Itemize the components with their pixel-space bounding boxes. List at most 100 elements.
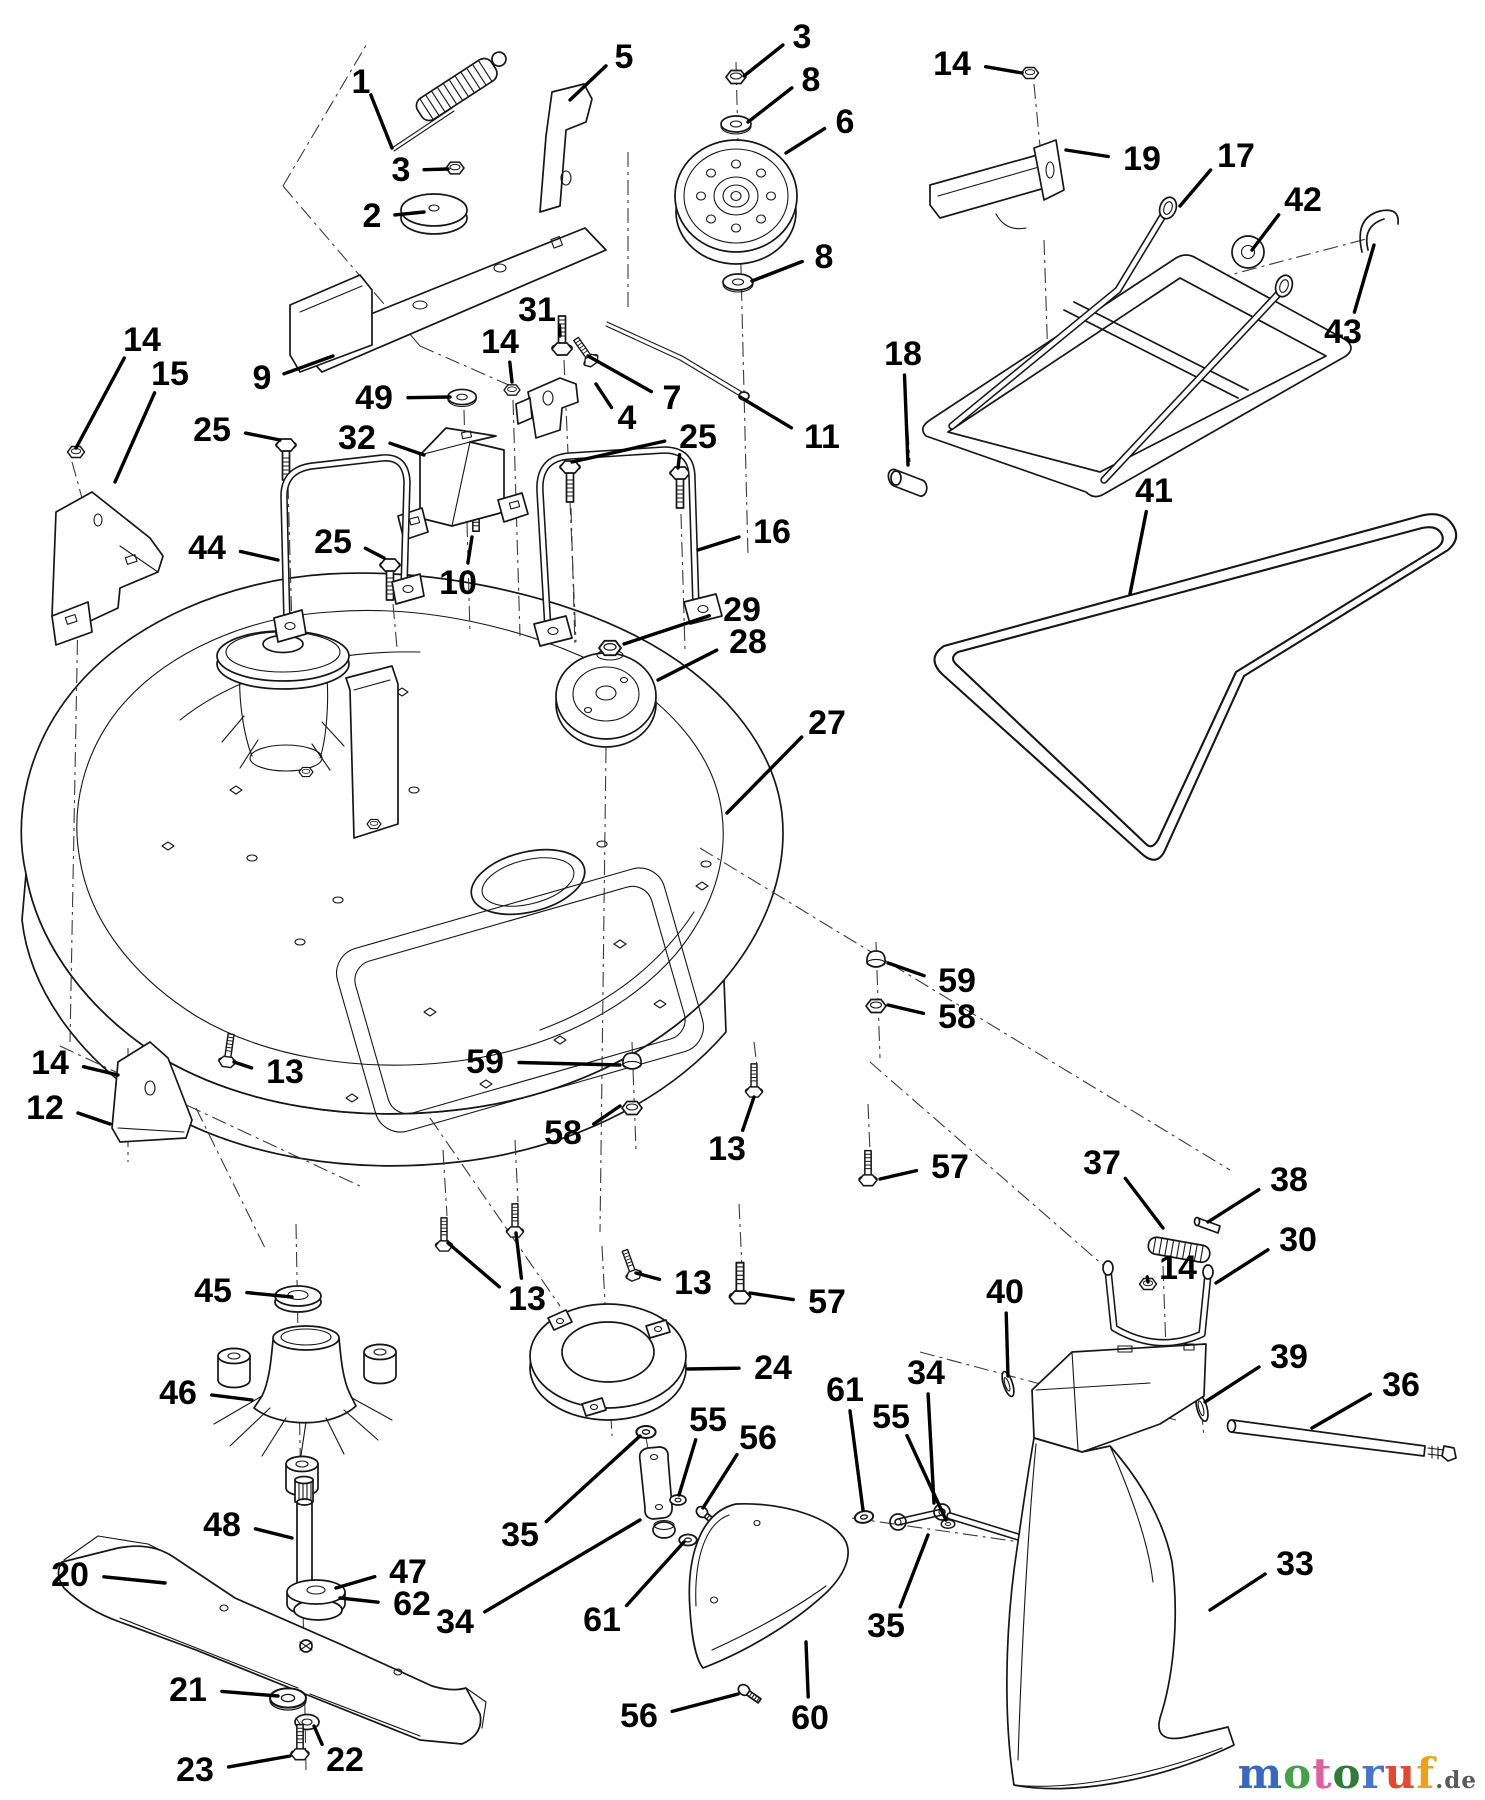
callout-label: 7 [663, 379, 682, 417]
bolt-25-d [669, 466, 691, 509]
callout-leader [738, 395, 794, 430]
bolt-7 [568, 333, 602, 370]
support-frame-17 [921, 194, 1352, 498]
callout-leader [725, 735, 804, 815]
callout-leader [544, 1434, 642, 1524]
callout-label: 61 [583, 1601, 621, 1639]
callout-label: 31 [518, 291, 556, 329]
callout-label: 3 [793, 18, 812, 56]
callout-label: 25 [679, 418, 717, 456]
clevis-pin-18 [887, 468, 928, 497]
callout-label: 21 [169, 1671, 207, 1709]
callout-label: 20 [51, 1556, 89, 1594]
callout-leader [388, 441, 426, 457]
callout-label: 17 [1217, 137, 1255, 175]
callout-label: 14 [123, 321, 161, 359]
callout-leader [557, 324, 562, 338]
washer-40 [1001, 1370, 1015, 1398]
friction-ring-24 [529, 1303, 687, 1421]
callout-label: 59 [938, 962, 976, 1000]
callout-label: 46 [159, 1374, 197, 1412]
callout-leader [622, 614, 711, 646]
brake-spring-rod-1 [391, 51, 507, 152]
callout-label: 11 [804, 418, 840, 456]
callout-label: 57 [808, 1283, 846, 1321]
hinge-rod-36 [1226, 1419, 1457, 1462]
callout-label: 14 [481, 323, 519, 361]
v-belt-41 [933, 513, 1458, 861]
callout-leader [282, 354, 335, 376]
mounting-boss [217, 1347, 251, 1389]
callout-leader [76, 1111, 112, 1126]
motoruf-watermark: motoruf.de [1238, 1749, 1477, 1798]
callout-leader [226, 1754, 292, 1769]
callout-label: 13 [708, 1130, 746, 1168]
bearing-45 [274, 1285, 322, 1313]
callout-label: 33 [1276, 1545, 1314, 1583]
callout-label: 47 [389, 1553, 427, 1591]
callout-leader [1064, 148, 1110, 159]
watermark-letter: f [1416, 1749, 1436, 1798]
spring-37 [1147, 1236, 1211, 1264]
callout-label: 60 [791, 1699, 829, 1737]
callout-label: 56 [739, 1419, 777, 1457]
callout-leader [686, 1366, 741, 1371]
bracket-4 [515, 377, 579, 439]
callout-label: 43 [1324, 313, 1362, 351]
callout-leader [984, 64, 1024, 75]
callout-label: 58 [938, 998, 976, 1036]
callout-leader [586, 354, 654, 394]
callout-leader [446, 1241, 501, 1289]
callout-leader [750, 259, 804, 283]
callout-leader [677, 1437, 698, 1497]
callout-leader [483, 1518, 642, 1614]
callout-leader [238, 549, 280, 562]
callout-label: 9 [253, 359, 272, 397]
watermark-word: motoruf [1238, 1749, 1436, 1798]
callout-leader [696, 535, 741, 552]
callout-label: 34 [436, 1603, 474, 1641]
nut-14-mid [503, 384, 521, 396]
callout-label: 5 [615, 38, 634, 76]
callout-leader [517, 1060, 622, 1067]
latch-handle-30 [1102, 1260, 1214, 1347]
callout-label: 15 [151, 355, 189, 393]
bracket-32 [397, 427, 529, 541]
callout-label: 13 [674, 1264, 712, 1302]
callout-leader [406, 395, 452, 400]
callout-leader [670, 1692, 740, 1714]
bolt-57-a [858, 1149, 878, 1187]
callout-leader [746, 86, 794, 124]
callout-leader [1203, 1365, 1261, 1404]
callout-label: 13 [508, 1280, 546, 1318]
callout-leader [905, 1433, 948, 1522]
callout-label: 25 [314, 523, 352, 561]
callout-label: 13 [266, 1053, 304, 1091]
callout-label: 55 [872, 1398, 910, 1436]
callout-label: 35 [867, 1607, 905, 1645]
cap-nut-59-right [866, 950, 886, 968]
watermark-letter: r [1361, 1749, 1385, 1798]
callout-leader [369, 93, 394, 150]
callout-label: 1 [352, 63, 371, 101]
callout-label: 14 [31, 1044, 69, 1082]
link-rod-assembly-inner [635, 1424, 676, 1539]
callout-leader [81, 1064, 120, 1077]
callout-leader [886, 961, 926, 978]
callout-leader [701, 1452, 739, 1510]
callout-leader [1214, 1248, 1270, 1285]
callout-label: 45 [194, 1272, 232, 1310]
callout-label: 59 [466, 1043, 504, 1081]
washer-55-left [669, 1494, 687, 1506]
callout-leader [220, 1689, 280, 1698]
callout-leader [741, 1095, 756, 1133]
bracket-15 [51, 491, 164, 646]
callout-label: 25 [193, 411, 231, 449]
bolt-25-c [559, 460, 581, 503]
watermark-letter: o [1283, 1749, 1313, 1798]
mower-blade-20 [57, 1535, 487, 1745]
callout-leader [74, 356, 127, 450]
callout-label: 62 [393, 1585, 431, 1623]
spacer-disc-2 [400, 193, 468, 235]
callout-leader [102, 1575, 167, 1585]
